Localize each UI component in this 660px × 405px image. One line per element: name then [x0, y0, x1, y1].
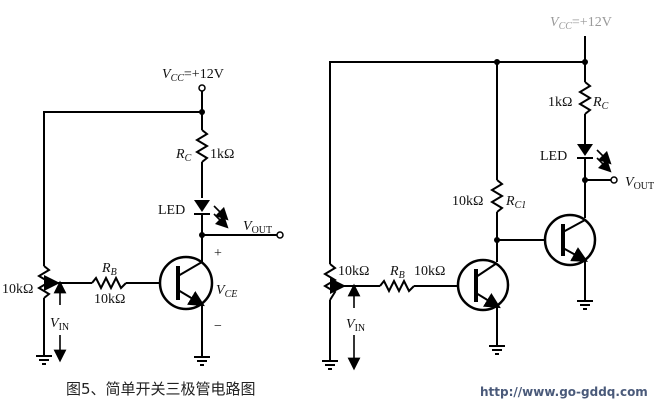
left-vcc-label: VCC=+12V	[162, 67, 224, 84]
right-ground-icon	[577, 300, 593, 310]
left-vout-label: VOUT	[243, 219, 272, 236]
right-transistor-2-collector	[562, 219, 586, 233]
right-ground-icon	[489, 345, 505, 355]
left-rb-resistor	[91, 275, 127, 291]
right-rc-value: 1kΩ	[548, 95, 572, 110]
left-rc-symbol: RC	[175, 147, 192, 164]
left-led-diode	[194, 200, 210, 212]
right-led-diode	[577, 144, 593, 156]
watermark-url: http://www.go-gddq.com	[480, 385, 648, 399]
right-led-label: LED	[540, 149, 567, 164]
right-rc1-resistor	[490, 179, 504, 213]
figure-caption: 图5、简单开关三极管电路图	[66, 380, 256, 398]
right-vout-label: VOUT	[625, 175, 654, 192]
right-vin-label: VIN	[346, 317, 365, 334]
right-wire-top	[329, 61, 585, 264]
left-vce-plus: +	[214, 246, 222, 261]
left-rc-resistor	[195, 129, 209, 163]
right-led-light-icon	[596, 157, 612, 173]
left-rb-symbol: RB	[101, 261, 117, 278]
left-led-light-icon	[213, 213, 229, 229]
left-vce-label: VCE	[216, 283, 237, 300]
right-rb-resistor	[379, 278, 415, 294]
right-transistor-2-emitter	[562, 247, 588, 262]
left-ground-icon	[194, 356, 210, 366]
left-vce-minus: −	[214, 319, 222, 334]
left-potentiometer	[37, 265, 51, 299]
right-pot-value: 10kΩ	[338, 264, 369, 279]
right-transistor-1-emitter	[475, 292, 501, 309]
left-vcc-terminal	[198, 84, 206, 92]
right-circuit: VCC=+12V 1kΩ RC LED VOUT	[322, 15, 654, 371]
right-led-light-icon	[596, 149, 612, 165]
right-rc1-value: 10kΩ	[452, 194, 483, 209]
left-led-light-icon	[213, 205, 229, 221]
left-transistor	[158, 255, 214, 311]
left-led-label: LED	[158, 203, 185, 218]
right-rc-resistor	[578, 81, 592, 115]
right-transistor-2	[543, 213, 597, 267]
left-rb-value: 10kΩ	[94, 292, 125, 307]
left-circuit: VCC=+12V RC 1kΩ LED VOUT + − VCE	[2, 67, 284, 366]
right-vout-terminal	[610, 176, 618, 184]
left-ground-icon	[36, 355, 52, 365]
right-transistor-1-collector	[475, 262, 498, 278]
right-rb-symbol: RB	[389, 264, 405, 281]
right-rb-value: 10kΩ	[414, 264, 445, 279]
left-vout-terminal	[276, 231, 284, 239]
left-rc-value: 1kΩ	[210, 147, 234, 162]
left-wire-top	[43, 111, 202, 266]
right-rc-symbol: RC	[592, 95, 609, 112]
right-vcc-label: VCC=+12V	[550, 15, 612, 32]
left-vin-label: VIN	[50, 316, 69, 333]
left-transistor-collector	[177, 261, 203, 277]
right-rc1-symbol: RC1	[505, 194, 526, 211]
right-ground-icon	[322, 360, 338, 370]
right-potentiometer	[323, 263, 337, 301]
right-transistor-1	[456, 258, 510, 312]
left-pot-value: 10kΩ	[2, 282, 33, 297]
left-transistor-emitter	[177, 289, 205, 307]
